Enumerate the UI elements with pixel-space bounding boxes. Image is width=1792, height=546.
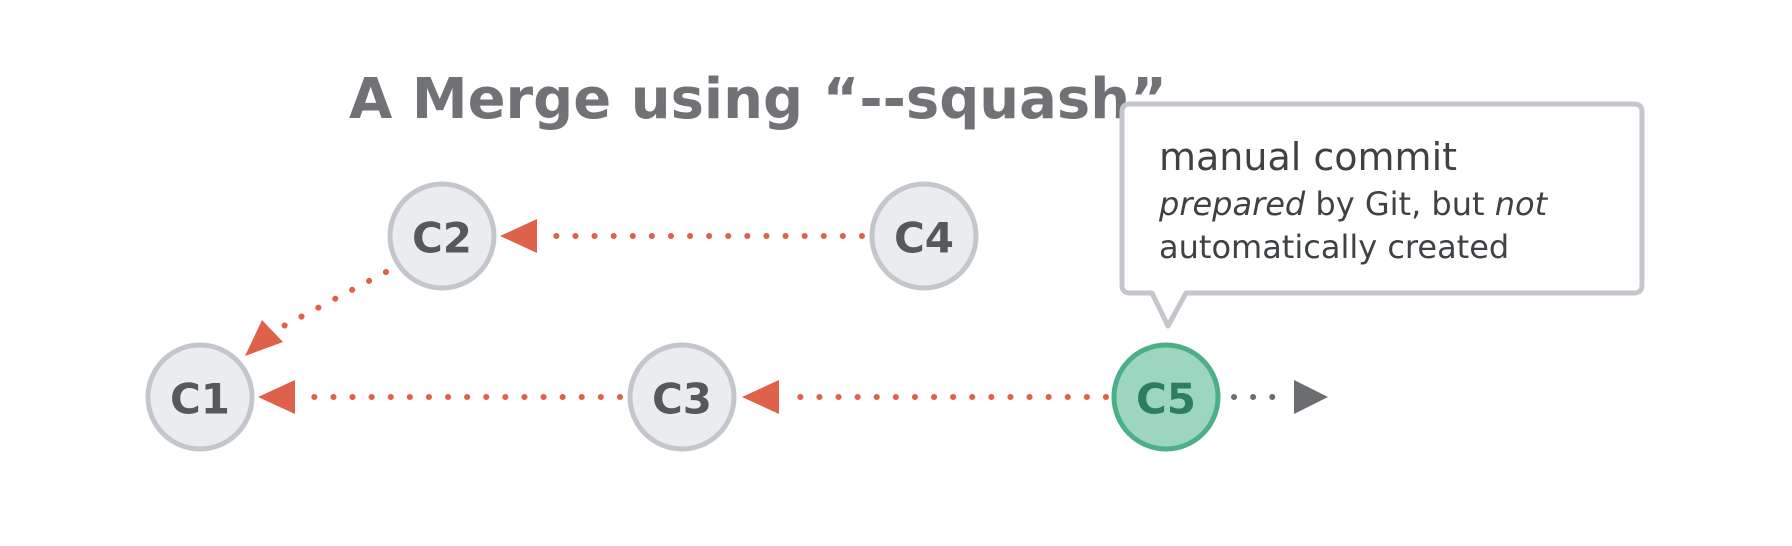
arrowhead-c2 xyxy=(500,219,537,253)
commit-c1: C1 xyxy=(145,342,255,452)
edge-c2-to-c1 xyxy=(273,269,389,333)
arrowhead-continuation xyxy=(1294,380,1328,414)
commit-c2-circle xyxy=(387,181,497,291)
diagram-title: A Merge using “--squash” xyxy=(349,67,1167,132)
commit-c4-label: C4 xyxy=(894,214,954,263)
callout-line-2: prepared by Git, but not xyxy=(1158,185,1549,223)
callout: manual commit prepared by Git, but not a… xyxy=(1119,101,1645,329)
callout-em-not: not xyxy=(1495,185,1549,223)
callout-line-2-mid: by Git, but xyxy=(1305,185,1494,223)
commit-c4-circle xyxy=(869,181,979,291)
arrowhead-c1-diagonal xyxy=(245,320,283,356)
commit-c2: C2 xyxy=(387,181,497,291)
commit-c5-label: C5 xyxy=(1136,375,1196,424)
commit-c5-circle xyxy=(1111,342,1221,452)
arrowhead-c1-horizontal xyxy=(258,380,295,414)
arrowhead-c3 xyxy=(742,380,779,414)
commit-c2-label: C2 xyxy=(412,214,472,263)
edges xyxy=(245,219,1328,414)
callout-box xyxy=(1119,101,1645,329)
commit-c4: C4 xyxy=(869,181,979,291)
commit-c5: C5 xyxy=(1111,342,1221,452)
callout-em-prepared: prepared xyxy=(1158,185,1306,223)
callout-line-3: automatically created xyxy=(1159,228,1509,266)
commit-c3: C3 xyxy=(627,342,737,452)
commit-c3-label: C3 xyxy=(652,375,712,424)
commit-c1-label: C1 xyxy=(170,375,230,424)
callout-title: manual commit xyxy=(1159,135,1457,179)
commit-c1-circle xyxy=(145,342,255,452)
commit-c3-circle xyxy=(627,342,737,452)
